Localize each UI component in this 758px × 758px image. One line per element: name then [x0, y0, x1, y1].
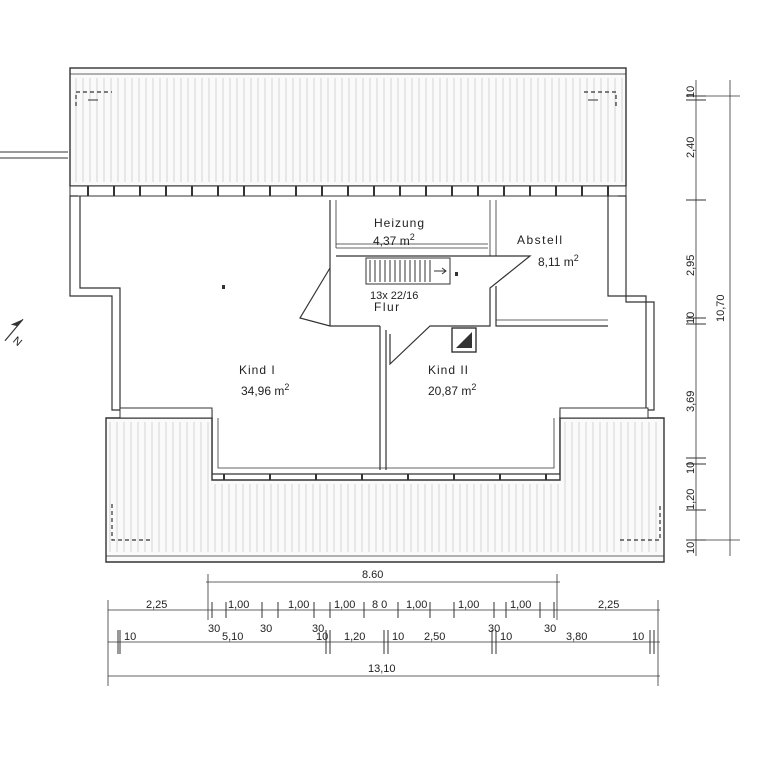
- dim-row3-label: 5,10: [222, 631, 243, 643]
- dim-row3-label: 3,80: [566, 631, 587, 643]
- north-arrow: N: [4, 318, 24, 349]
- room-name-kind1: Kind I: [239, 363, 276, 377]
- dim-vertical-label: 10: [685, 86, 697, 98]
- dim-row1-label: 8 0: [372, 599, 387, 611]
- dim-overall-width: 13,10: [368, 663, 396, 675]
- dim-vertical-label: 10: [685, 542, 697, 554]
- dim-row1-label: 2,25: [146, 599, 167, 611]
- dim-row2-label: 30: [208, 623, 220, 635]
- dim-vertical-label: 2,95: [685, 255, 697, 276]
- dim-row3-label: 10: [316, 631, 328, 643]
- dim-row3-label: 10: [632, 631, 644, 643]
- room-name-abstell: Abstell: [517, 233, 564, 247]
- dim-row3-label: 10: [392, 631, 404, 643]
- dim-row3-label: 10: [500, 631, 512, 643]
- room-name-heizung: Heizung: [374, 216, 425, 230]
- dim-row3-label: 10: [124, 631, 136, 643]
- room-area-kind2: 20,87 m2: [428, 382, 476, 398]
- dim-row3-label: 2,50: [424, 631, 445, 643]
- room-name-flur: Flur: [374, 300, 401, 314]
- room-area-kind1: 34,96 m2: [241, 382, 289, 398]
- dimensions-horizontal: 8.60 2,25 1,00 1,00 1,00 8 0 1,00 1,00 1,00 2,25…: [107, 569, 660, 686]
- dim-row1-label: 1,00: [288, 599, 309, 611]
- dim-row2-label: 30: [544, 623, 556, 635]
- dim-vertical-label: 1,20: [685, 489, 697, 510]
- dim-row2-label: 30: [488, 623, 500, 635]
- stair-label: 13x 22/16: [370, 290, 418, 302]
- dim-row2-label: 30: [312, 623, 324, 635]
- roof-bottom: [105, 407, 665, 563]
- dim-overall-height: 10,70: [715, 294, 727, 322]
- dim-row1-label: 1,00: [334, 599, 355, 611]
- dim-vertical-label: 10: [685, 312, 697, 324]
- dim-vertical-label: 2,40: [685, 137, 697, 158]
- dim-row1-label: 2,25: [598, 599, 619, 611]
- dim-row1-label: 1,00: [406, 599, 427, 611]
- dim-row1-label: 1,00: [228, 599, 249, 611]
- dim-row2-label: 30: [260, 623, 272, 635]
- dimensions-vertical: 10 2,40 2,95 10 3,69 10 1,20 10 10,70: [685, 80, 740, 556]
- dim-vertical-label: 10: [685, 462, 697, 474]
- room-area-abstell: 8,11 m2: [538, 253, 579, 269]
- dim-vertical-label: 3,69: [685, 391, 697, 412]
- room-name-kind2: Kind II: [428, 363, 469, 377]
- room-labels: Heizung 4,37 m2 Abstell 8,11 m2 13x 22/1…: [239, 216, 579, 398]
- dim-row1-label: 1,00: [510, 599, 531, 611]
- north-label: N: [10, 335, 24, 349]
- stair: [365, 257, 451, 285]
- dim-row1-label: 1,00: [458, 599, 479, 611]
- roof-top: [0, 67, 627, 197]
- dim-row3-label: 1,20: [344, 631, 365, 643]
- dim-top-total: 8.60: [362, 569, 383, 581]
- inner-walls: [222, 200, 608, 470]
- room-area-heizung: 4,37 m2: [373, 232, 415, 248]
